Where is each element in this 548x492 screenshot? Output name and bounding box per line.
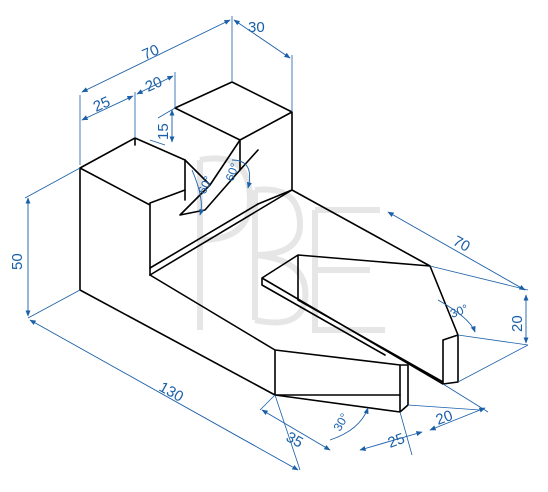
- dim-slot-width: 20: [143, 73, 165, 95]
- dimension-lines: [24, 16, 529, 471]
- dim-arm-length: 70: [450, 233, 473, 256]
- dim-top-width: 70: [140, 41, 162, 63]
- dim-block-depth: 30: [248, 19, 265, 36]
- left-block-edges: [79, 137, 401, 396]
- dim-front-end-width: 20: [434, 407, 455, 429]
- dim-slot-angle-right: 60°: [223, 161, 242, 183]
- dim-front-chamfer-length: 35: [283, 429, 306, 452]
- dim-front-chamfer-angle: 30°: [330, 411, 351, 434]
- inner-step: [134, 137, 186, 201]
- v-slot-edges: [179, 139, 241, 216]
- dim-arm-height: 20: [509, 315, 526, 332]
- dim-slot-depth: 15: [155, 123, 172, 140]
- object-outline: [79, 81, 459, 413]
- dim-overall-height: 50: [9, 253, 26, 270]
- top-block-edges: [174, 81, 293, 205]
- dim-left-step: 25: [91, 93, 113, 115]
- dim-front-offset: 25: [386, 430, 407, 452]
- dim-arm-angle: 30°: [448, 301, 470, 320]
- right-arm-edges: [149, 189, 459, 385]
- dim-overall-length: 130: [156, 379, 186, 406]
- dimension-labels: 70 30 25 20 15 60° 60° 50 130 70 20 30° …: [9, 19, 526, 452]
